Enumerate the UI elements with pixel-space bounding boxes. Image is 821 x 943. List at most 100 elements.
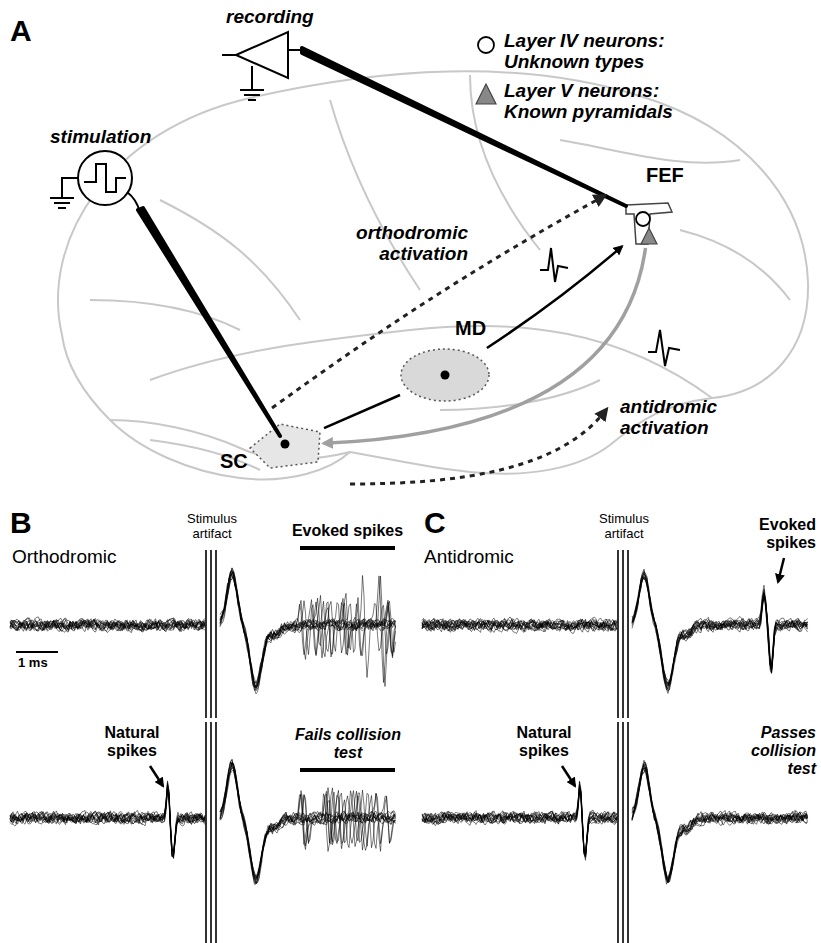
stimulus-artifact (622, 722, 624, 943)
md-soma (441, 371, 450, 380)
voltage-trace (422, 760, 808, 883)
label: Fails collision test (286, 726, 410, 762)
label: Natural spikes (504, 724, 584, 760)
stimulating-electrode (138, 208, 280, 436)
label: B (10, 506, 32, 540)
legend-text: Layer IV neurons: Unknown types (504, 30, 709, 73)
voltage-trace (10, 574, 396, 688)
voltage-trace (422, 767, 808, 878)
voltage-trace (422, 571, 808, 690)
label: Passes collision test (724, 724, 816, 778)
stim-pulse (84, 164, 126, 192)
amplifier (236, 32, 288, 78)
voltage-trace (422, 767, 808, 878)
voltage-trace (422, 578, 808, 694)
voltage-trace (422, 764, 808, 882)
legend-text: Layer V neurons: Known pyramidals (504, 80, 709, 123)
stimulator (78, 151, 132, 205)
leader-arrow (150, 766, 163, 786)
voltage-trace (10, 763, 396, 885)
brain-region: FEF (622, 198, 676, 248)
leader-arrow (562, 766, 575, 786)
voltage-trace (10, 573, 396, 689)
voltage-trace (422, 763, 808, 882)
voltage-trace (10, 759, 396, 882)
voltage-trace (10, 768, 396, 883)
legend-circle (478, 37, 494, 53)
evoked-bar (300, 546, 395, 550)
spike-icon (540, 248, 568, 282)
voltage-trace (422, 576, 808, 684)
voltage-trace (10, 767, 396, 880)
voltage-trace (422, 762, 808, 882)
fails-bar (300, 768, 395, 772)
label: Evoked spikes (748, 516, 816, 552)
region-label: SC (220, 450, 248, 473)
label: antidromic activation (620, 396, 760, 439)
label: stimulation (50, 126, 151, 147)
legend-triangle (476, 84, 496, 104)
label: Antidromic (424, 546, 514, 567)
voltage-trace (422, 768, 808, 876)
brain-region: SC (246, 420, 324, 470)
sc-soma (281, 440, 290, 449)
stimulus-artifact (210, 550, 212, 718)
amp-wires (222, 50, 302, 100)
spike-icon (648, 330, 680, 366)
stimulus-artifact (627, 722, 629, 943)
md-region (401, 349, 489, 401)
voltage-trace (422, 768, 808, 882)
label: orthodromic activation (318, 222, 468, 265)
label: C (424, 506, 446, 540)
voltage-trace (422, 569, 808, 683)
voltage-trace (10, 575, 396, 688)
brain-region: MD (400, 348, 490, 403)
scale-bar (16, 651, 58, 653)
stimulus-artifact (205, 722, 207, 943)
layer5-pyramidal (641, 228, 657, 244)
voltage-trace (422, 574, 808, 689)
label: Evoked spikes (290, 522, 405, 540)
stimulus-artifact (210, 722, 212, 943)
voltage-trace (10, 572, 396, 690)
sc-region (250, 424, 320, 468)
label: Orthodromic (12, 546, 117, 567)
label: recording (226, 6, 314, 27)
leader-arrow (778, 558, 784, 582)
label: Stimulus artifact (582, 512, 666, 541)
voltage-trace (10, 577, 396, 694)
stimulus-artifact (617, 550, 619, 718)
voltage-trace (422, 574, 808, 684)
brain-outline (58, 71, 808, 479)
voltage-trace (422, 579, 808, 691)
axon-connector (487, 246, 622, 348)
voltage-trace (10, 572, 396, 688)
fef-region (626, 203, 672, 244)
stim-ground (50, 178, 78, 208)
traces (10, 550, 808, 943)
region-label: FEF (646, 164, 684, 187)
region-label: MD (455, 317, 486, 340)
voltage-trace (422, 767, 808, 883)
stimulus-artifact (622, 550, 624, 718)
voltage-trace (422, 765, 808, 885)
voltage-trace (422, 576, 808, 688)
axon-connector (324, 395, 400, 428)
voltage-trace (422, 768, 808, 883)
voltage-trace (10, 568, 396, 691)
label: Natural spikes (92, 724, 172, 760)
stimulus-artifact (205, 550, 207, 718)
label: 1 ms (18, 656, 48, 671)
stimulus-artifact (215, 722, 217, 943)
voltage-trace (422, 573, 808, 686)
voltage-trace (10, 769, 396, 884)
label: Stimulus artifact (170, 512, 254, 541)
stimulus-artifact (617, 722, 619, 943)
axon-connector (324, 248, 646, 443)
stimulus-artifact (627, 550, 629, 718)
label: A (10, 14, 32, 48)
stimulus-artifact (215, 550, 217, 718)
voltage-trace (10, 760, 396, 878)
layer4-neuron (636, 212, 650, 226)
voltage-trace (10, 762, 396, 884)
